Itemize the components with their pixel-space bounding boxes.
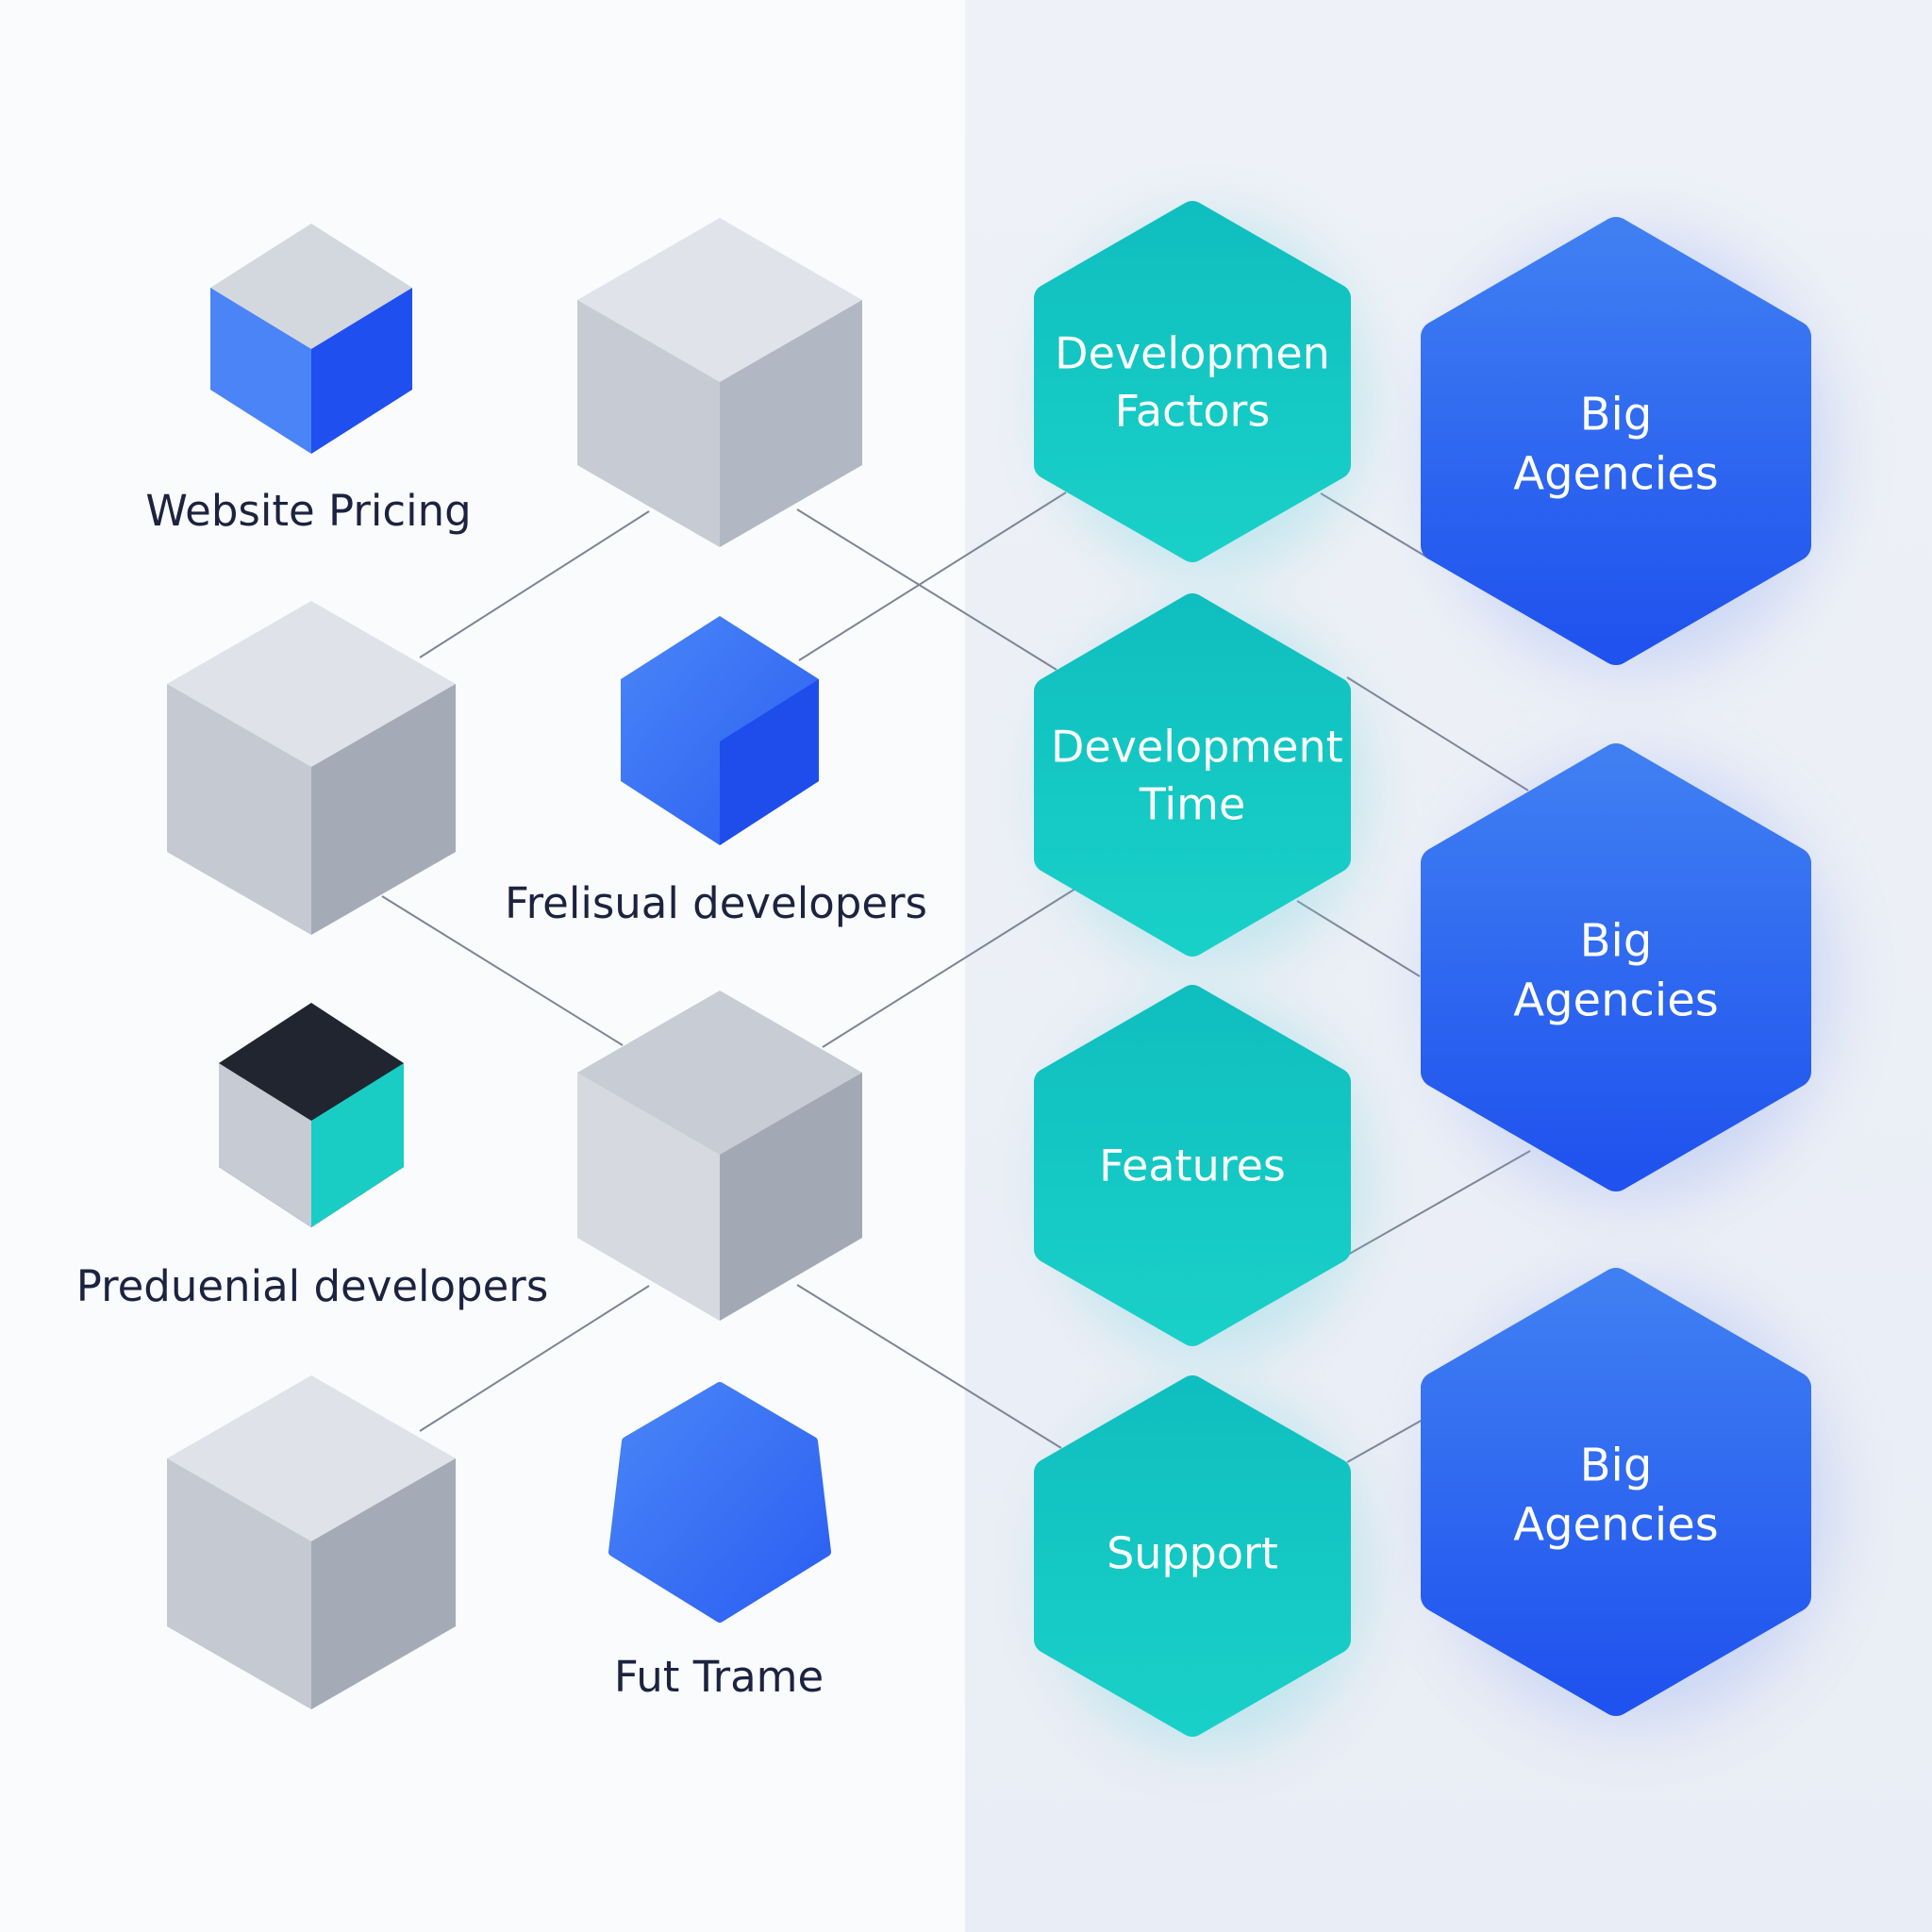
hex-development-factors [1034,201,1351,562]
connector-lines [381,491,1531,1463]
hex-label-big-agencies-1: Big Agencies [1513,388,1719,501]
hex-label-support: Support [1107,1527,1278,1579]
label-preduenial-developers: Preduenial developers [75,1261,549,1311]
cube-gray-3 [577,991,862,1321]
hex-label-development-factors: Developmen Factors [1055,327,1330,436]
label-fut-trame: Fut Trame [613,1652,824,1702]
connector-line [1346,676,1529,791]
hex-development-time [1034,593,1351,957]
cube-blue-2 [621,616,819,845]
connector-line [796,508,1058,671]
cube-blue-1 [210,224,412,454]
hex-big-agencies-1 [1421,217,1811,665]
hex-label-big-agencies-2: Big Agencies [1513,914,1719,1027]
connector-line [822,888,1076,1048]
connector-line [798,491,1067,661]
connector-line [796,1284,1062,1449]
connector-line [1320,492,1430,559]
cube-gray-1 [577,218,862,547]
hex-label-big-agencies-3: Big Agencies [1513,1439,1719,1552]
label-website-pricing: Website Pricing [145,486,472,536]
label-frelisual-developers: Frelisual developers [505,878,927,928]
hex-big-agencies-2 [1421,743,1811,1191]
connector-line [419,510,650,658]
connector-line [381,895,624,1046]
hex-support [1034,1375,1351,1737]
connector-line [1346,1419,1424,1463]
hex-features [1034,985,1351,1346]
connector-line [1339,1150,1531,1260]
hex-big-agencies-3 [1421,1268,1811,1716]
cube-gray-4 [167,1375,456,1709]
cube-gray-2 [167,601,456,935]
connector-line [419,1285,650,1432]
cube-dark-teal [219,1003,404,1227]
hex-label-development-time: Development Time [1051,721,1343,829]
hex-label-features: Features [1099,1140,1286,1191]
shape-blue-pentagon [608,1382,831,1623]
